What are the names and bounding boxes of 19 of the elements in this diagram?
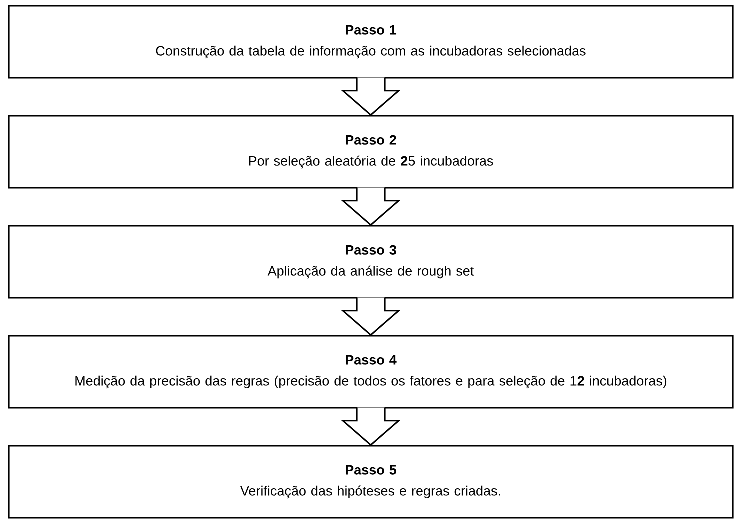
step-description: Construção da tabela de informação com as incubadoras selecionadas (156, 46, 586, 59)
step-title: Passo 4 (346, 355, 397, 365)
step-box (8, 5, 734, 79)
step-box (8, 225, 734, 299)
step-description: Verificação das hipóteses e regras criadas. (240, 486, 500, 499)
block-arrow (340, 407, 402, 446)
block-arrow (340, 297, 402, 336)
step-title: Passo 2 (346, 135, 396, 145)
step-description: Por seleção aleatória de 25 incubadoras (249, 156, 494, 169)
block-arrow (340, 77, 402, 116)
step-title: Passo 1 (346, 25, 397, 35)
step-title: Passo 3 (346, 245, 396, 255)
step-box (8, 335, 734, 409)
step-description: Aplicação da análise de rough set (268, 266, 474, 279)
step-box (8, 445, 734, 519)
step-title: Passo 5 (346, 465, 397, 475)
step-description: Medição da precisão das regras (precisão de todos os fatores e para seleção de 12 incubadoras) (76, 376, 667, 389)
step-box (8, 115, 734, 189)
block-arrow (340, 187, 402, 226)
